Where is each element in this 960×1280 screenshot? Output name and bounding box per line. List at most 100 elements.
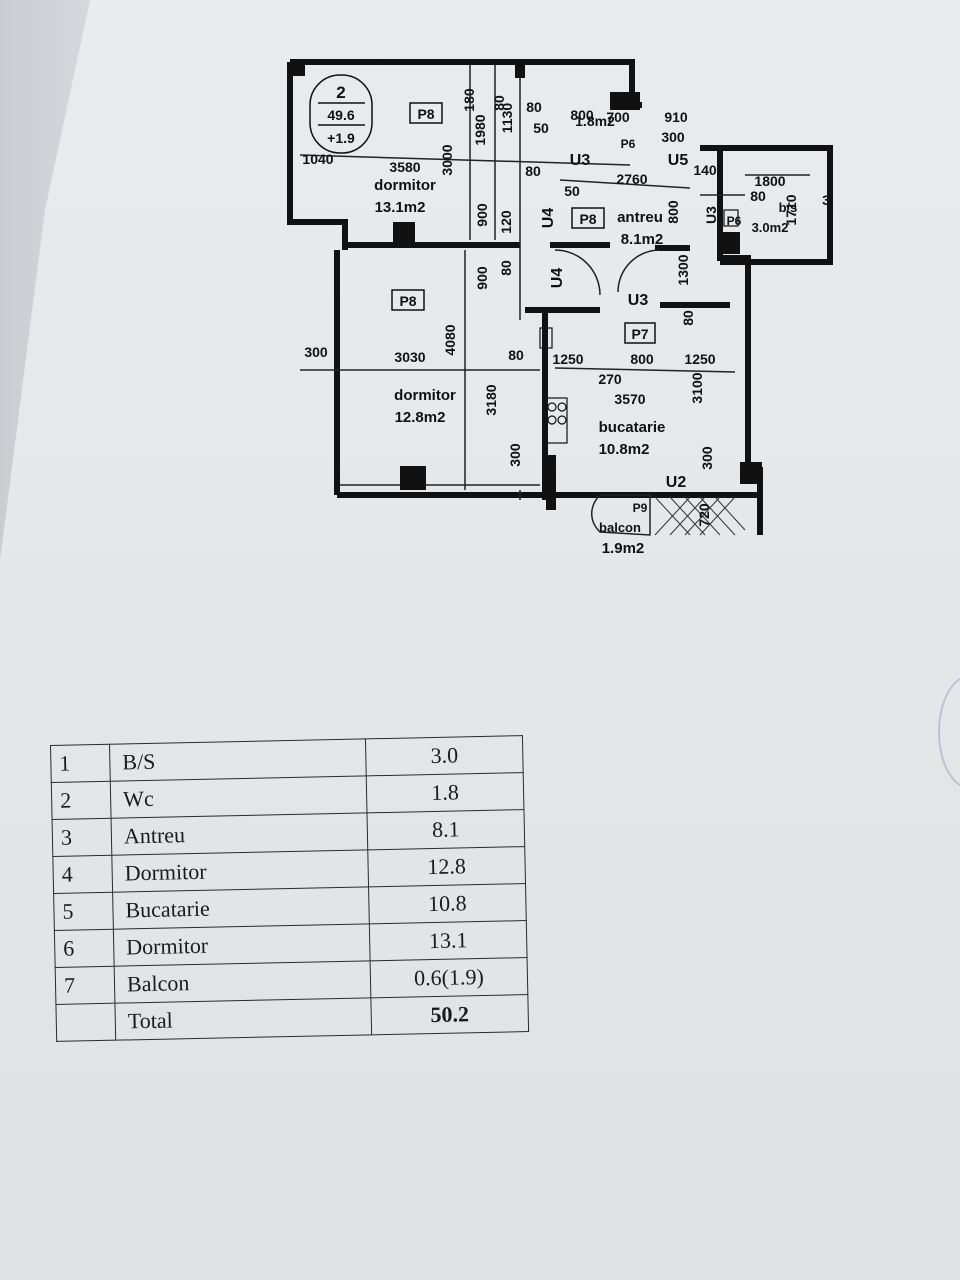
- label-u3-a: U3: [570, 152, 591, 169]
- plan-columns: [291, 60, 762, 510]
- dim-80-d: 80: [498, 260, 514, 276]
- room-area: 3.0: [365, 735, 524, 776]
- room-name: Balcon: [114, 960, 371, 1004]
- room-area: 8.1: [366, 809, 525, 850]
- room-name-bs: b/s: [779, 200, 798, 215]
- dim-800-b: 800: [665, 200, 681, 224]
- room-name: Dormitor: [111, 849, 369, 893]
- label-p6-a: P6: [621, 137, 636, 151]
- label-u3-c: U3: [703, 206, 719, 224]
- room-area-bucatarie: 10.8m2: [599, 441, 650, 458]
- dim-800-a: 800: [570, 107, 594, 123]
- dim-50-a: 50: [533, 120, 549, 136]
- row-number: 3: [52, 818, 112, 857]
- dim-3570: 3570: [614, 391, 645, 407]
- label-u2: U2: [666, 474, 687, 491]
- plan-labels: P8 P8 P8 P7 P6 P6 P9 U3 U3 U3 U4 U4 U5 U…: [391, 102, 742, 515]
- room-name-antreu: antreu: [617, 209, 663, 226]
- dim-910: 910: [664, 109, 688, 125]
- dim-80-c: 80: [525, 163, 541, 179]
- label-u4-a: U4: [540, 208, 557, 229]
- dim-1250-a: 1250: [552, 351, 583, 367]
- room-name: Bucatarie: [112, 886, 370, 930]
- row-number: 7: [55, 966, 115, 1005]
- room-name-balcon: balcon: [599, 520, 641, 535]
- row-number-empty: [55, 1003, 116, 1042]
- dim-300-a: 300: [661, 129, 685, 145]
- dim-1800-a: 1800: [754, 173, 785, 189]
- label-p9: P9: [633, 501, 648, 515]
- apartment-area: 49.6: [327, 107, 354, 123]
- room-name-bucatarie: bucatarie: [599, 419, 666, 436]
- dim-3: 3: [822, 192, 830, 208]
- dim-3000: 3000: [439, 144, 455, 175]
- dim-80-b: 80: [526, 99, 542, 115]
- dim-900-a: 900: [474, 203, 490, 227]
- row-number: 4: [52, 855, 113, 894]
- dim-4080: 4080: [442, 324, 458, 355]
- plan-dimensions: 1040 3580 3000 1980 180 80 1130 80 50 80…: [302, 88, 830, 527]
- kitchen-fixtures: [539, 209, 739, 444]
- room-area-dormitor-top: 13.1m2: [375, 199, 426, 216]
- row-number: 1: [50, 744, 111, 783]
- dim-80-e: 80: [508, 347, 524, 363]
- dim-3580: 3580: [389, 159, 420, 175]
- dim-80-g: 80: [750, 188, 766, 204]
- dim-900-b: 900: [474, 266, 490, 290]
- dim-720: 720: [696, 503, 712, 527]
- room-area-antreu: 8.1m2: [621, 231, 664, 248]
- dim-2760: 2760: [616, 171, 647, 187]
- row-number: 2: [51, 781, 112, 820]
- row-number: 5: [53, 892, 114, 931]
- dim-1250-b: 1250: [684, 351, 715, 367]
- area-table: 1 B/S 3.0 2 Wc 1.8 3 Antreu 8.1 4 Dormit…: [50, 735, 529, 1042]
- dim-1040: 1040: [302, 151, 333, 167]
- room-name: Wc: [110, 775, 367, 819]
- total-value: 50.2: [370, 994, 529, 1035]
- label-p8-c: P8: [579, 211, 596, 227]
- dim-800-c: 800: [630, 351, 654, 367]
- room-name-dormitor-left: dormitor: [394, 387, 456, 404]
- room-area: 0.6(1.9): [370, 957, 528, 998]
- dim-180: 180: [461, 88, 477, 112]
- label-p7: P7: [631, 326, 648, 342]
- room-area: 13.1: [369, 920, 528, 961]
- label-p8-b: P8: [399, 293, 416, 309]
- room-name-dormitor-top: dormitor: [374, 177, 436, 194]
- room-area-balcon: 1.9m2: [602, 540, 645, 557]
- dim-80-a: 80: [491, 95, 507, 111]
- label-u4-b: U4: [549, 268, 566, 289]
- dim-300-b: 300: [304, 344, 328, 360]
- apartment-marker: [309, 74, 373, 154]
- room-area: 1.8: [366, 772, 524, 813]
- dim-140: 140: [693, 162, 717, 178]
- dim-1300: 1300: [675, 254, 691, 285]
- dim-3100: 3100: [689, 372, 705, 403]
- dim-270: 270: [598, 371, 622, 387]
- room-area-bs: 3.0m2: [752, 220, 789, 235]
- room-name: Dormitor: [113, 923, 371, 967]
- apartment-number: 2: [336, 83, 345, 102]
- dim-3030: 3030: [394, 349, 425, 365]
- dim-80-f: 80: [680, 310, 696, 326]
- dim-700: 700: [606, 109, 630, 125]
- dim-300-d: 300: [699, 446, 715, 470]
- label-u3-b: U3: [628, 292, 649, 309]
- apartment-extra: +1.9: [327, 130, 355, 146]
- balcon-hatch: [654, 496, 746, 536]
- dim-50-b: 50: [564, 183, 580, 199]
- label-u5: U5: [668, 152, 689, 169]
- dim-3180: 3180: [483, 384, 499, 415]
- dim-1130: 1130: [499, 103, 515, 134]
- plan-thin-lines: [299, 65, 810, 536]
- label-p8-a: P8: [417, 106, 434, 122]
- room-name: B/S: [109, 738, 367, 782]
- dim-300-c: 300: [507, 443, 523, 467]
- dim-120: 120: [498, 210, 514, 234]
- room-area-wc: 1.8m2: [575, 113, 615, 129]
- room-name: Antreu: [111, 812, 368, 856]
- dim-1710: 1710: [783, 194, 799, 225]
- room-area: 10.8: [368, 883, 527, 924]
